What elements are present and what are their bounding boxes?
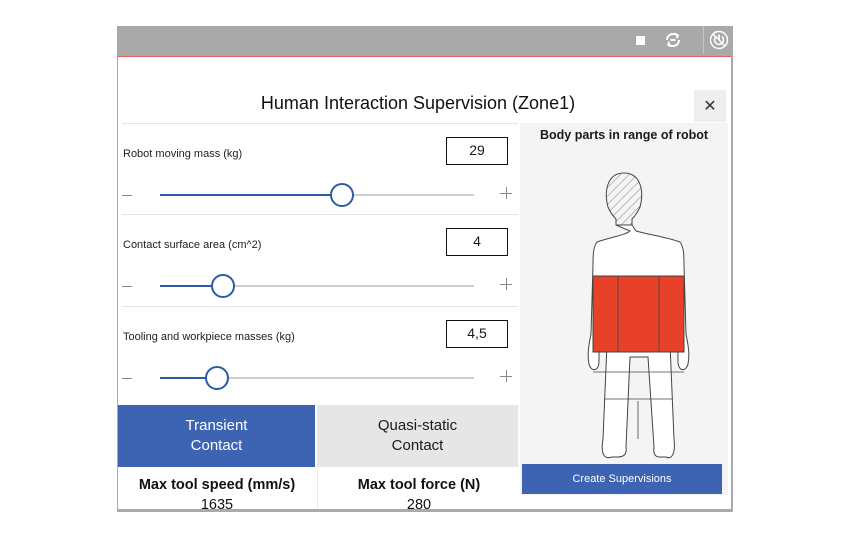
divider bbox=[122, 123, 518, 124]
slider-track[interactable] bbox=[160, 183, 474, 207]
supervision-dialog: Human Interaction Supervision (Zone1) ✕ … bbox=[118, 56, 731, 513]
param-label: Contact surface area (cm^2) bbox=[123, 239, 262, 251]
create-supervisions-button[interactable]: Create Supervisions bbox=[522, 464, 722, 494]
slider-fill bbox=[160, 285, 223, 287]
slider-thumb[interactable] bbox=[330, 183, 355, 207]
increase-icon[interactable] bbox=[500, 370, 514, 384]
divider bbox=[122, 214, 518, 215]
body-parts-panel: Body parts in range of robot bbox=[520, 123, 728, 495]
power-off-icon[interactable] bbox=[703, 26, 734, 54]
tooling-mass-input[interactable]: 4,5 bbox=[446, 320, 508, 348]
surface-area-input[interactable]: 4 bbox=[446, 228, 508, 256]
robot-mass-slider[interactable] bbox=[118, 183, 518, 209]
max-tool-speed-label: Max tool speed (mm/s) bbox=[138, 477, 296, 493]
slider-thumb[interactable] bbox=[204, 366, 229, 390]
body-figure bbox=[587, 172, 690, 459]
max-tool-force-label: Max tool force (N) bbox=[357, 477, 481, 493]
max-tool-force-value: 280 bbox=[406, 497, 432, 513]
slider-track[interactable] bbox=[160, 366, 474, 390]
tooling-mass-slider[interactable] bbox=[118, 366, 518, 392]
robot-mass-input[interactable]: 29 bbox=[446, 137, 508, 165]
divider bbox=[122, 306, 518, 307]
sync-icon[interactable] bbox=[660, 26, 686, 54]
slider-thumb[interactable] bbox=[210, 274, 235, 298]
close-button[interactable]: ✕ bbox=[694, 90, 726, 122]
param-label: Tooling and workpiece masses (kg) bbox=[123, 331, 295, 343]
dialog-title: Human Interaction Supervision (Zone1) bbox=[260, 93, 576, 113]
chest-in-range bbox=[592, 275, 685, 353]
max-tool-force: Max tool force (N) 280 bbox=[320, 477, 518, 513]
app-window: Human Interaction Supervision (Zone1) ✕ … bbox=[117, 26, 733, 513]
decrease-icon[interactable] bbox=[122, 286, 132, 287]
max-tool-speed: Max tool speed (mm/s) 1635 bbox=[118, 477, 316, 513]
slider-fill bbox=[160, 194, 343, 196]
tab-quasi-static-contact[interactable]: Quasi-static Contact bbox=[317, 405, 518, 467]
slider-fill bbox=[160, 377, 217, 379]
decrease-icon[interactable] bbox=[122, 195, 132, 196]
body-panel-title: Body parts in range of robot bbox=[539, 128, 709, 142]
increase-icon[interactable] bbox=[500, 187, 514, 201]
stop-icon[interactable] bbox=[629, 26, 651, 54]
slider-track[interactable] bbox=[160, 274, 474, 298]
decrease-icon[interactable] bbox=[122, 378, 132, 379]
surface-area-slider[interactable] bbox=[118, 274, 518, 300]
max-tool-speed-value: 1635 bbox=[200, 497, 234, 513]
param-label: Robot moving mass (kg) bbox=[123, 148, 243, 160]
divider bbox=[317, 469, 318, 509]
increase-icon[interactable] bbox=[500, 278, 514, 292]
head-shape bbox=[605, 172, 643, 226]
titlebar bbox=[117, 26, 733, 54]
tab-transient-contact[interactable]: Transient Contact bbox=[118, 405, 315, 467]
